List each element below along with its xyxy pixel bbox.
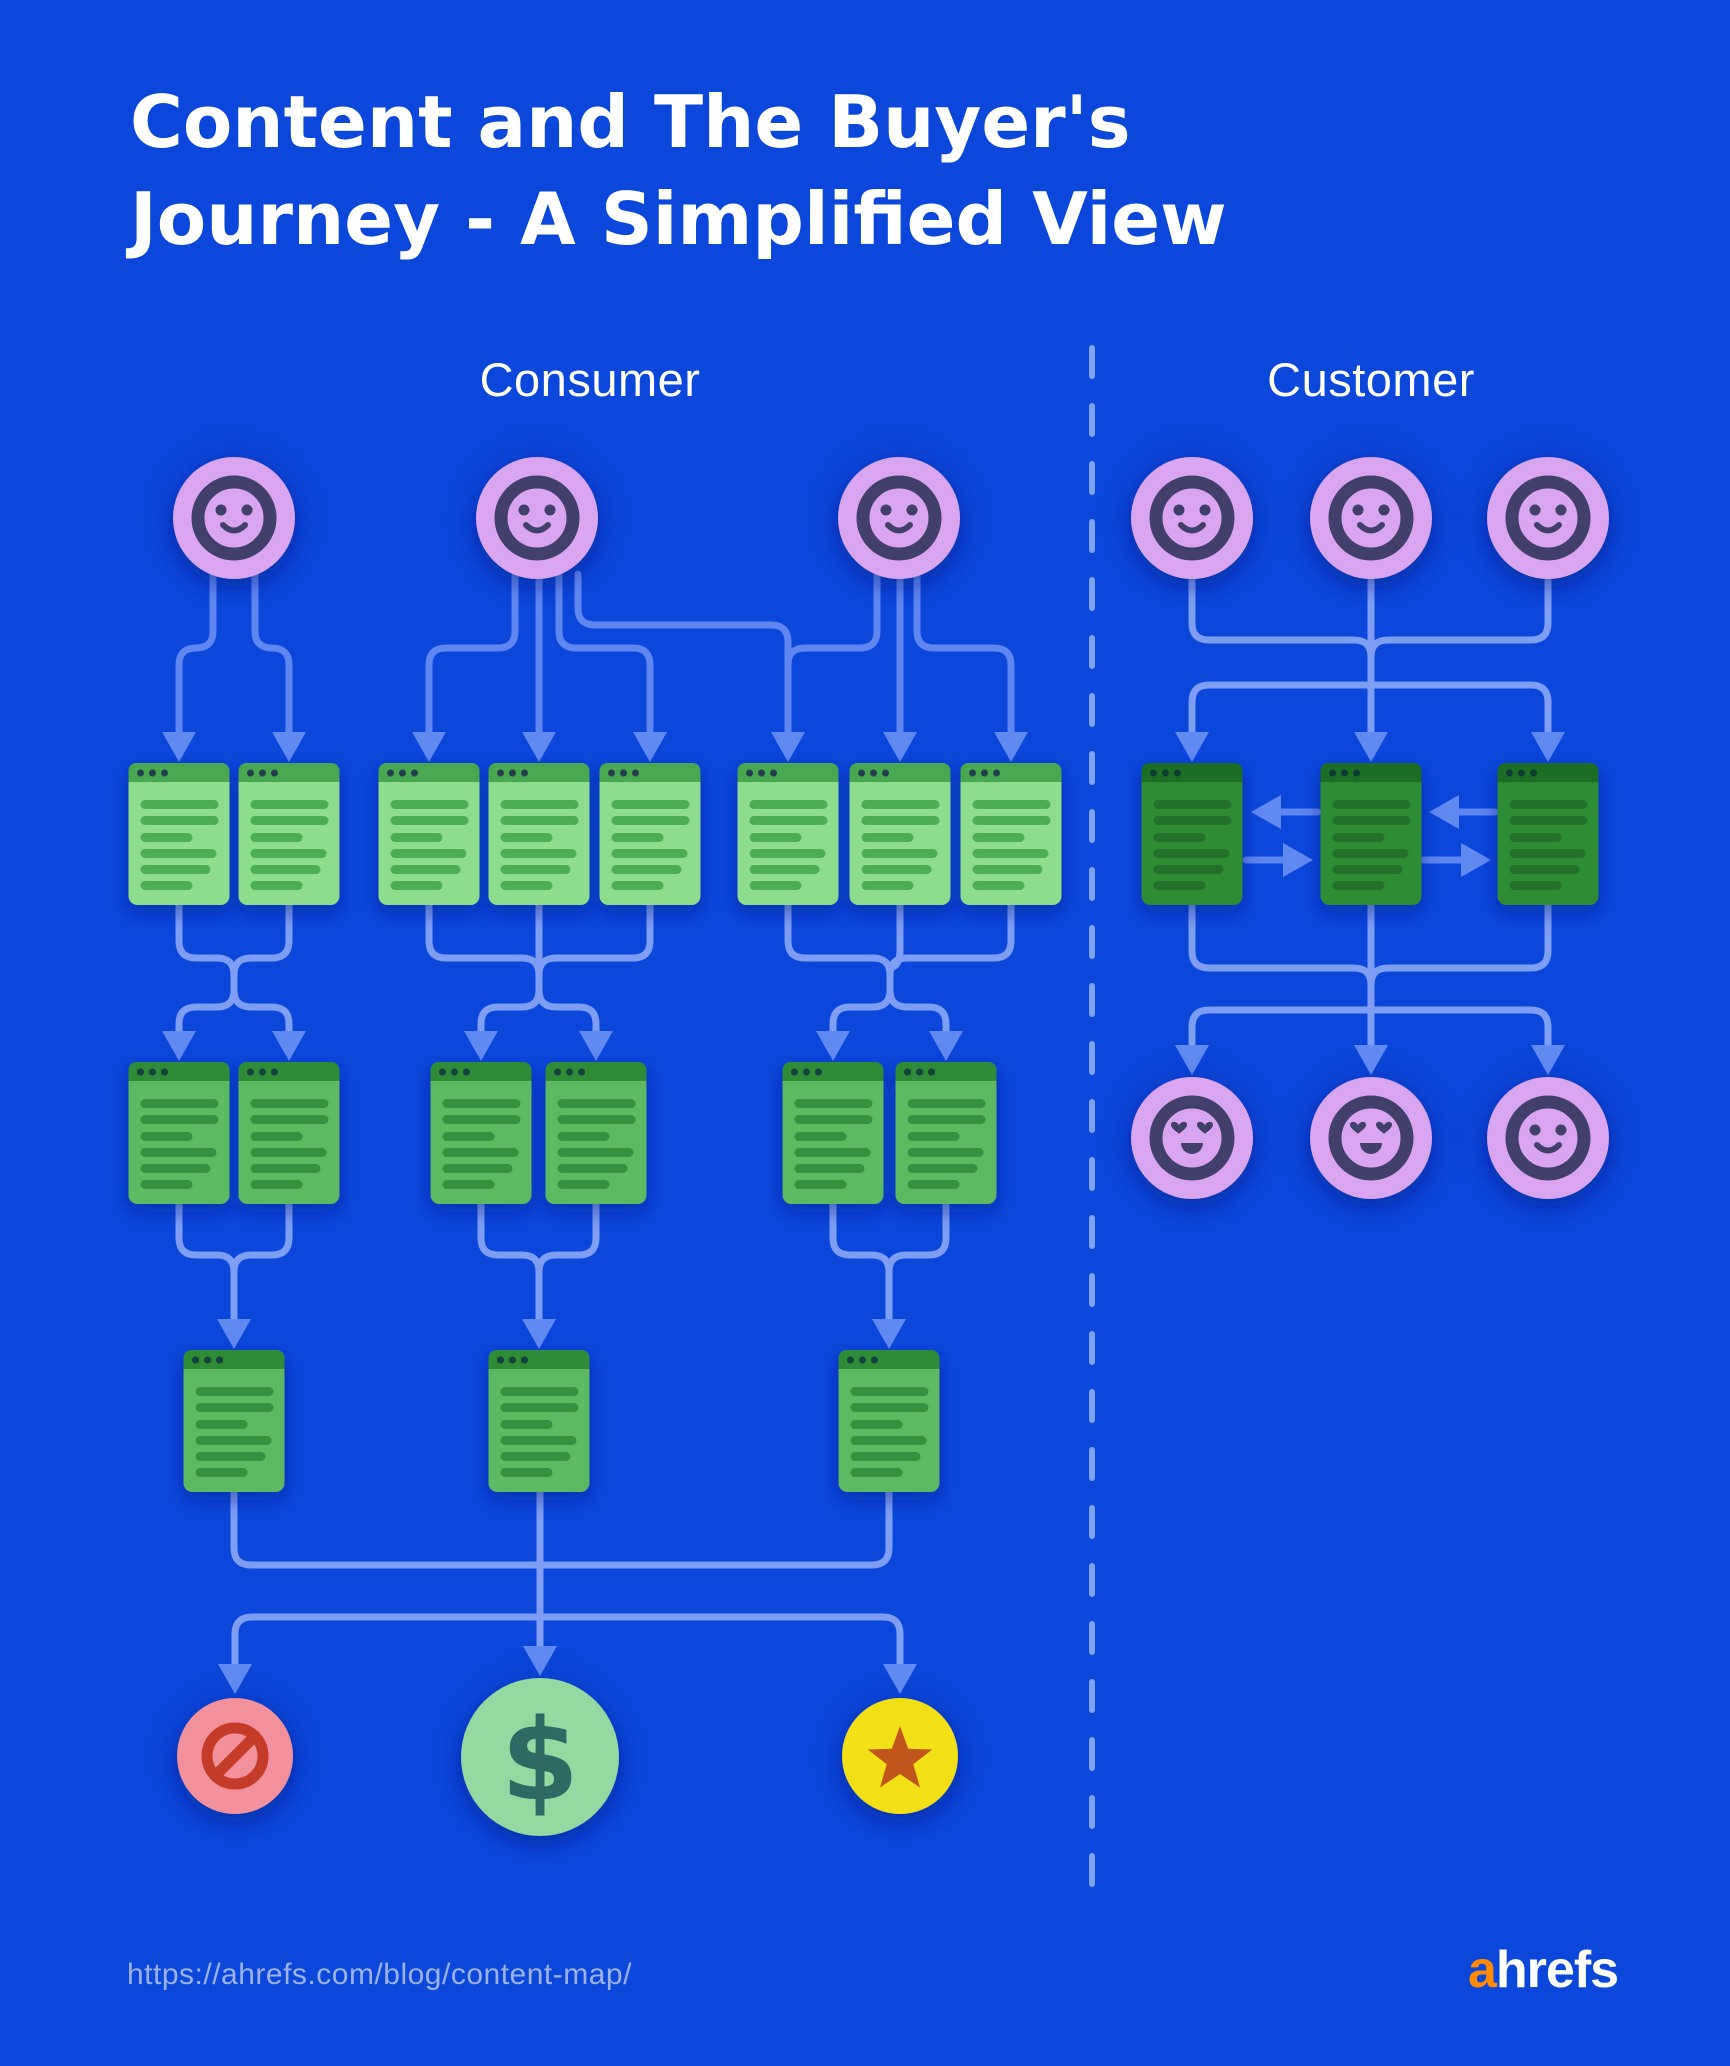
document-card	[238, 763, 340, 905]
customer-docs	[1141, 763, 1599, 905]
document-card	[430, 1062, 532, 1204]
consumer-docs-row2	[128, 1062, 997, 1204]
customer-personas	[1131, 457, 1609, 579]
page-title-line1: Content and The Buyer's	[130, 80, 1131, 164]
smiley-face-icon	[1487, 1077, 1609, 1199]
document-card	[128, 763, 230, 905]
source-url: https://ahrefs.com/blog/content-map/	[127, 1958, 632, 1991]
no-sale-outcome	[177, 1698, 293, 1814]
consumer-section-label: Consumer	[479, 353, 701, 406]
dollar-glyph: $	[501, 1696, 579, 1826]
document-card	[838, 1350, 940, 1492]
document-card	[488, 763, 590, 905]
document-card	[849, 763, 951, 905]
document-card	[737, 763, 839, 905]
ahrefs-logo-rest: hrefs	[1495, 1941, 1619, 1999]
customer-section-label: Customer	[1267, 353, 1475, 406]
smiley-face-icon	[1131, 457, 1253, 579]
document-card	[1320, 763, 1422, 905]
document-card	[895, 1062, 997, 1204]
document-card	[378, 763, 480, 905]
blocked-icon	[177, 1698, 293, 1814]
customer-connectors	[1188, 570, 1552, 1051]
consumer-docs-row3	[183, 1350, 940, 1492]
smiley-face-icon	[173, 457, 295, 579]
customer-outcome-faces	[1131, 1077, 1609, 1199]
heart-eyes-face-icon	[1310, 1077, 1432, 1199]
document-card	[545, 1062, 647, 1204]
consumer-docs-row1	[128, 763, 1062, 905]
purchase-outcome: $	[461, 1678, 619, 1836]
dollar-icon: $	[461, 1678, 619, 1836]
document-card	[238, 1062, 340, 1204]
document-card	[599, 763, 701, 905]
smiley-face-icon	[838, 457, 960, 579]
star-icon	[842, 1698, 958, 1814]
document-card	[488, 1350, 590, 1492]
smiley-face-icon	[1487, 457, 1609, 579]
consumer-connectors	[175, 570, 1015, 1670]
smiley-face-icon	[476, 457, 598, 579]
ahrefs-logo-a: a	[1468, 1941, 1497, 1999]
document-card	[183, 1350, 285, 1492]
ahrefs-logo: ahrefs	[1468, 1940, 1619, 2000]
heart-eyes-face-icon	[1131, 1077, 1253, 1199]
page-title: Content and The Buyer's Journey - A Simp…	[130, 74, 1227, 268]
smiley-face-icon	[1310, 457, 1432, 579]
page-title-line2: Journey - A Simplified View	[130, 177, 1227, 261]
document-card	[960, 763, 1062, 905]
document-card	[1497, 763, 1599, 905]
document-card	[782, 1062, 884, 1204]
advocacy-outcome	[842, 1698, 958, 1814]
document-card	[1141, 763, 1243, 905]
document-card	[128, 1062, 230, 1204]
